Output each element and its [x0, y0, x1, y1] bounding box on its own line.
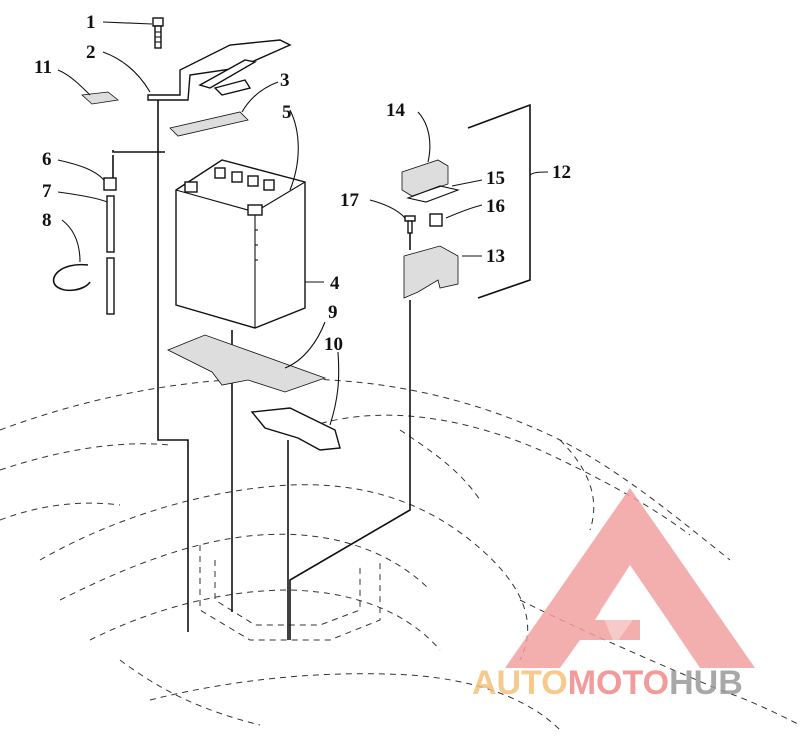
- callout-9: 9: [328, 302, 338, 323]
- watermark-inner-icon: [600, 565, 700, 668]
- tab-part-16: [429, 213, 443, 227]
- watermark-text: AUTOMOTOHUB: [472, 664, 743, 702]
- clamp-part-8: [52, 263, 91, 292]
- callout-2: 2: [86, 42, 96, 63]
- callout-3: 3: [280, 70, 290, 91]
- holder-part-13: [403, 245, 459, 299]
- cover-part-10: [250, 407, 341, 451]
- watermark-text-auto: AUTO: [472, 664, 568, 702]
- screw-part-17: [404, 215, 416, 234]
- pad-part-15: [406, 185, 460, 203]
- callout-10: 10: [324, 334, 343, 355]
- callout-16: 16: [486, 196, 505, 217]
- pad-part-3: [169, 111, 249, 137]
- callout-13: 13: [486, 246, 505, 267]
- watermark-logo: AUTOMOTOHUB: [472, 488, 755, 702]
- tray-part-9: [167, 334, 327, 393]
- callout-11: 11: [34, 57, 52, 78]
- watermark-text-moto: MOTO: [568, 664, 669, 702]
- pad-part-11: [81, 91, 119, 105]
- bolt-part-1: [152, 17, 164, 49]
- callout-12: 12: [552, 162, 571, 183]
- callout-6: 6: [42, 149, 52, 170]
- callout-17: 17: [340, 190, 360, 211]
- callout-5: 5: [282, 102, 292, 123]
- callout-4: 4: [330, 273, 340, 294]
- cap-part-6: [103, 177, 117, 191]
- callout-8: 8: [42, 210, 52, 231]
- block-part-14: [401, 159, 449, 197]
- callout-1: 1: [86, 12, 96, 33]
- callout-7: 7: [42, 181, 52, 202]
- watermark-text-hub: HUB: [669, 664, 743, 702]
- bracket-part-2: [147, 39, 292, 101]
- group-bracket-12: [467, 103, 531, 299]
- callout-15: 15: [486, 168, 505, 189]
- callout-14: 14: [386, 100, 406, 121]
- battery-part-4: [175, 159, 306, 329]
- watermark-triangle-icon: [505, 488, 755, 668]
- callout-leaders: [57, 21, 549, 426]
- tube-part-7: [106, 195, 115, 315]
- callout-labels: 1 2 3 4 5 6 7 8 9 10 11 12 13 14 15 16 1…: [34, 12, 571, 355]
